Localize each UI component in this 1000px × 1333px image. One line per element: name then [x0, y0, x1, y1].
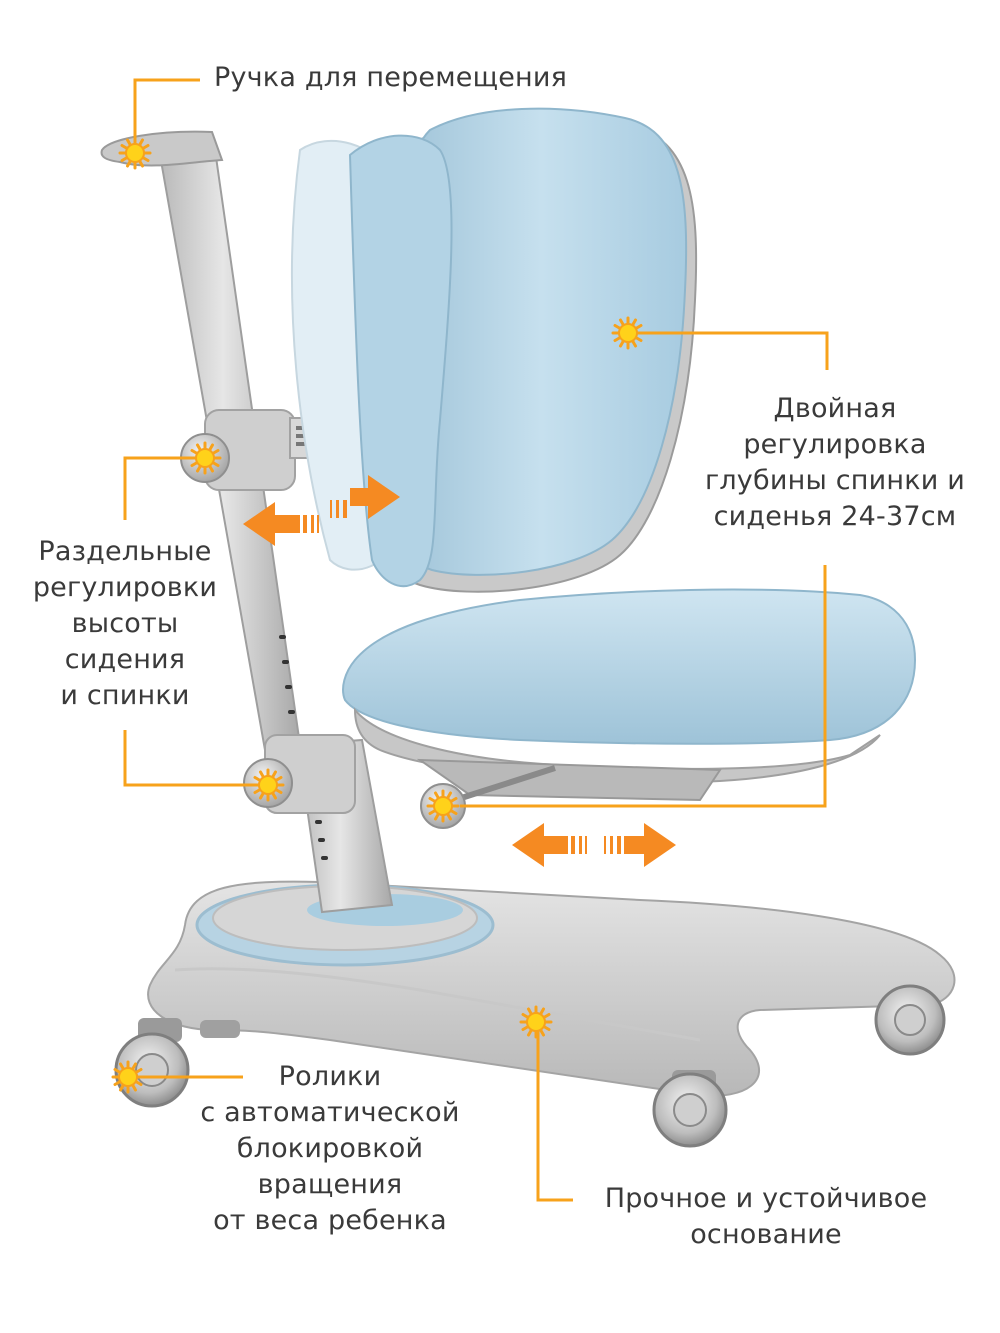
callout-base-line: Прочное и устойчивое [604, 1183, 928, 1214]
callout-depth-line: регулировка [743, 429, 927, 460]
backrest-depth-arrows [243, 475, 400, 546]
callout-height-line: и спинки [60, 680, 190, 711]
callout-casters-line: с автоматической [200, 1097, 460, 1128]
callout-casters-line: Ролики [278, 1061, 382, 1092]
callout-height-line: Раздельные [38, 536, 212, 567]
callout-height-line: регулировки [32, 572, 218, 603]
callout-base: Прочное и устойчивое основание [586, 1181, 946, 1253]
leader-height-top [123, 456, 205, 520]
caster-rear-left [200, 1020, 240, 1038]
callout-handle: Ручка для перемещения [214, 60, 567, 96]
marker-handle-sun-icon [118, 136, 152, 170]
leader-base [536, 1020, 573, 1202]
seat-depth-arrows [512, 823, 676, 867]
leader-depth [630, 331, 829, 370]
callout-height-line: сидения [64, 644, 186, 675]
seat [342, 588, 917, 803]
chair [100, 107, 956, 1148]
callout-depth-line: сиденья 24-37см [713, 501, 957, 532]
callout-depth-adjustment: Двойная регулировка глубины спинки и сид… [690, 391, 980, 535]
callout-depth-line: глубины спинки и [704, 465, 966, 496]
caster-front-right [652, 1070, 728, 1148]
callout-base-line: основание [690, 1219, 842, 1250]
callout-casters-line: от веса ребенка [213, 1205, 447, 1236]
callout-casters-line: блокировкой [236, 1133, 424, 1164]
callout-casters-line: вращения [257, 1169, 403, 1200]
callout-depth-line: Двойная [773, 393, 897, 424]
callout-height-line: высоты [71, 608, 179, 639]
marker-caster-sun-icon [111, 1060, 145, 1094]
marker-base-sun-icon [519, 1005, 553, 1039]
backrest [348, 107, 698, 593]
marker-backrest-sun-icon [611, 316, 645, 350]
marker-seat-depth-sun-icon [426, 789, 460, 823]
leader-height-bottom [123, 730, 268, 787]
marker-seat-height-sun-icon [251, 768, 285, 802]
callout-casters: Ролики с автоматической блокировкой вращ… [180, 1059, 480, 1239]
caster-rear-right [874, 984, 946, 1056]
chair-base [147, 880, 956, 1097]
leader-handle [133, 78, 200, 155]
leader-depth-bottom [460, 565, 827, 808]
marker-back-height-sun-icon [188, 441, 222, 475]
callout-height-adjustment: Раздельные регулировки высоты сидения и … [20, 534, 230, 714]
callout-handle-line: Ручка для перемещения [214, 62, 568, 93]
